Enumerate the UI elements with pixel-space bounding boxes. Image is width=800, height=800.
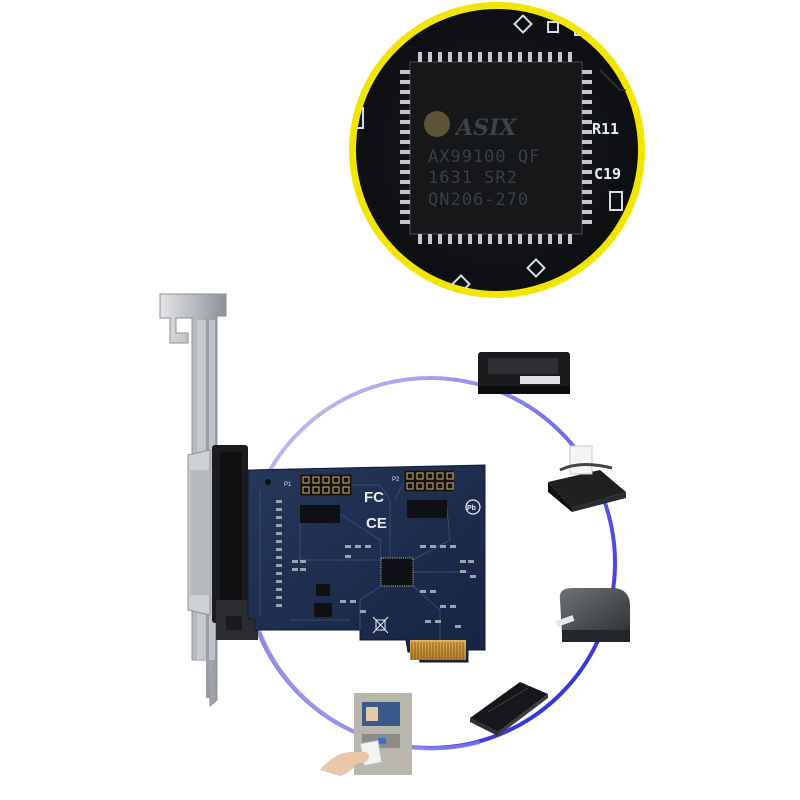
soic-chip-2 [407,500,447,518]
label-p2: P2 [392,477,400,483]
hand-with-card [320,740,383,776]
label-p1: P1 [284,482,292,488]
receipt-printer-icon [548,445,626,512]
chip-marking-line1: AX99100 QF [428,147,540,167]
fcc-mark: FC [364,489,384,506]
card-reader-icon [320,693,412,776]
db25-parallel-port [187,445,258,640]
pos-terminal-icon [478,352,570,394]
chip-brand: ASIX [454,115,517,141]
chip-logo-icon [424,111,450,137]
soic-chip-1 [300,505,340,523]
chip-magnifier: ASIX AX99100 QF 1631 SR2 QN206-270 R11 C… [349,2,645,298]
pb-free-icon: Pb [465,499,481,515]
chip-marking-line2: 1631 SR2 [428,168,518,188]
weee-icon [372,616,389,634]
ce-mark: CE [366,515,387,532]
svg-text:Pb: Pb [467,505,476,512]
label-printer-icon [555,588,630,642]
regulator-chip [316,584,330,596]
external-drive-icon [470,682,548,736]
main-controller-chip [380,557,414,587]
pcie-card: P1 P2 FC CE Pb [247,464,486,663]
gold-edge-connector [410,640,466,660]
header-p2 [403,469,455,493]
silkscreen-c19: C19 [594,165,621,183]
silkscreen-r11: R11 [592,120,619,138]
header-p1 [299,473,353,497]
qfp-chip: ASIX AX99100 QF 1631 SR2 QN206-270 [400,52,592,244]
chip-marking-line3: QN206-270 [428,190,529,210]
